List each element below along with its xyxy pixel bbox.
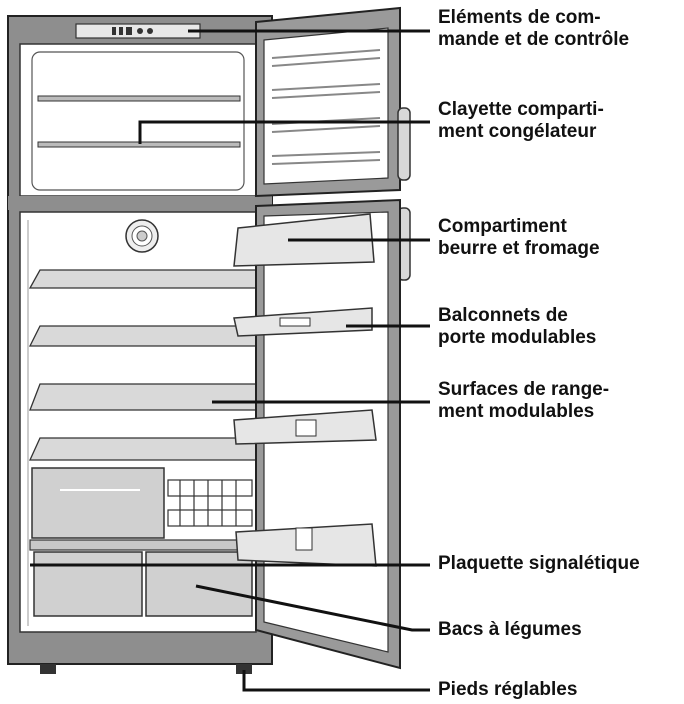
foot-right (236, 664, 252, 674)
label-freezer-line-1: Clayette comparti- (438, 99, 604, 120)
label-crispers-line-1: Bacs à légumes (438, 619, 582, 640)
label-vegetable-crispers: Bacs à légumes (438, 619, 582, 641)
label-butter-line-2: beurre et fromage (438, 238, 600, 259)
leader-lines (30, 29, 430, 692)
fridge-illustration (7, 6, 411, 674)
crisper-drawer-right (145, 551, 253, 617)
label-freezer-line-2: ment congélateur (438, 121, 597, 142)
compartment-divider (8, 196, 272, 210)
glass-shelves (28, 269, 257, 461)
leader-freezer (138, 120, 430, 144)
crisper-drawer-left (33, 551, 143, 617)
label-controls: Eléments de com- mande et de contrôle (438, 7, 629, 51)
crisper-cover (29, 539, 257, 551)
label-door-balconies: Balconnets de porte modulables (438, 305, 596, 349)
label-freezer-shelf: Clayette comparti- ment congélateur (438, 99, 604, 143)
label-adjustable-feet: Pieds réglables (438, 679, 577, 701)
label-feet-line-1: Pieds réglables (438, 679, 578, 700)
label-rating-plate: Plaquette signalétique (438, 553, 640, 575)
label-plate-line-1: Plaquette signalétique (438, 553, 640, 574)
label-surfaces-line-2: ment modulables (438, 401, 595, 422)
label-butter-compartment: Compartiment beurre et fromage (438, 216, 600, 260)
control-icons (112, 27, 153, 35)
label-controls-line-2: mande et de contrôle (438, 29, 630, 50)
fan-vent (125, 219, 159, 253)
balcony-items (279, 317, 317, 551)
label-controls-line-1: Eléments de com- (438, 7, 601, 28)
label-balconies-line-2: porte modulables (438, 327, 597, 348)
label-butter-line-1: Compartiment (438, 216, 567, 237)
leader-crispers (195, 584, 430, 632)
label-surfaces-line-1: Surfaces de range- (438, 379, 610, 400)
label-storage-surfaces: Surfaces de range- ment modulables (438, 379, 609, 423)
label-balconies-line-1: Balconnets de (438, 305, 568, 326)
foot-left (40, 664, 56, 674)
freezer-handle (397, 107, 411, 181)
leader-feet (242, 670, 430, 692)
upper-drawer (31, 467, 165, 539)
bottle-rack (167, 479, 253, 527)
